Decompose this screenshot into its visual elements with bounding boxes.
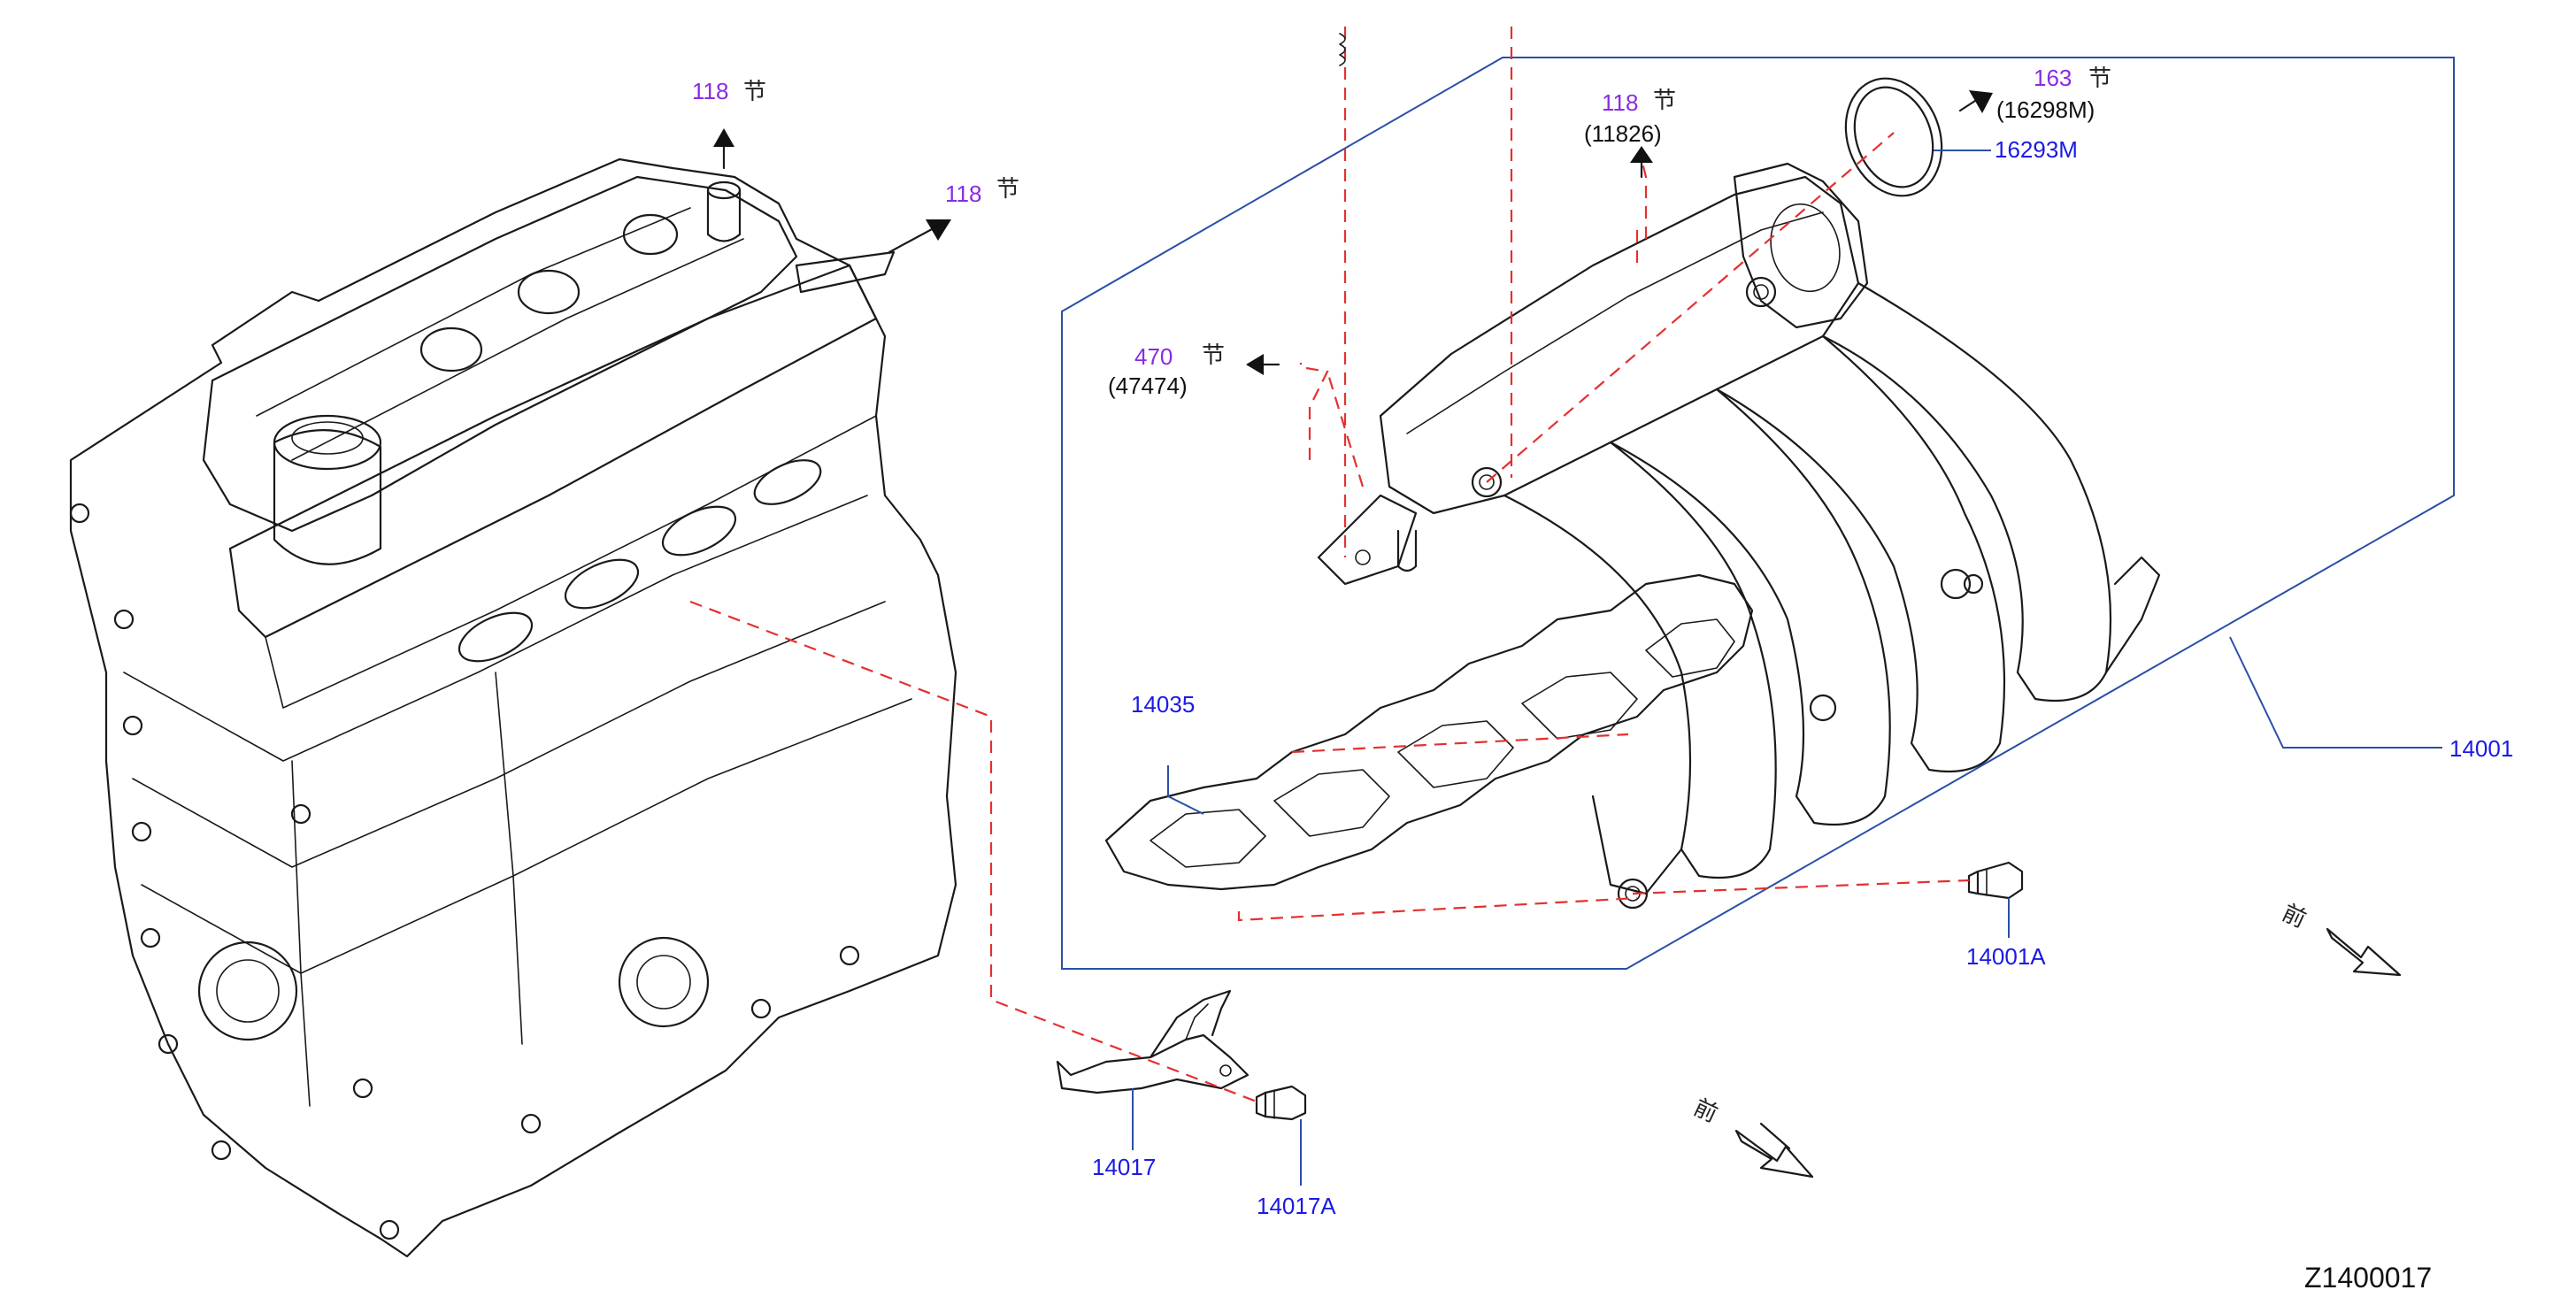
assembly-frame (1061, 57, 2455, 970)
manifold-bolt-drawing (1967, 861, 2024, 900)
front-mark-right: 前 (2278, 900, 2310, 933)
ref-engine-side-section[interactable]: 118 (945, 180, 981, 207)
part-label-14017a[interactable]: 14017A (1257, 1193, 1336, 1219)
throttle-gasket-drawing (1844, 77, 1943, 197)
manifold-gasket-drawing (1104, 573, 1754, 891)
bracket-bolt-drawing (1255, 1085, 1307, 1121)
arrow-manifold-top (1630, 146, 1653, 179)
ref-manifold-top-section[interactable]: 118 (1602, 89, 1638, 116)
ref-engine-side-char: 节 (996, 176, 1019, 203)
leader-lines (1132, 150, 2442, 1186)
front-arrow-center (1734, 1122, 1814, 1179)
intake-manifold-drawing (1317, 162, 2161, 910)
part-label-16293m[interactable]: 16293M (1995, 136, 2078, 163)
ref-engine-top-char: 节 (743, 79, 766, 105)
arrow-throttle (1958, 90, 1993, 113)
ref-manifold-top-code: (11826) (1584, 120, 1662, 147)
arrow-engine-side (888, 219, 951, 254)
part-label-14017[interactable]: 14017 (1092, 1154, 1156, 1180)
arrow-vacuum (1246, 354, 1280, 375)
ref-vacuum-code: (47474) (1108, 372, 1188, 399)
ref-throttle-code: (16298M) (1996, 96, 2095, 123)
part-label-14001a[interactable]: 14001A (1966, 943, 2046, 970)
bracket-drawing (1056, 989, 1250, 1094)
front-mark-center: 前 (1689, 1094, 1721, 1128)
engine-block-drawing (69, 128, 957, 1258)
ref-engine-top-section[interactable]: 118 (692, 78, 728, 104)
part-label-14035[interactable]: 14035 (1131, 691, 1195, 718)
ref-manifold-top-char: 节 (1653, 88, 1676, 114)
spring-icon (1339, 33, 1346, 66)
arrow-engine-top (713, 128, 734, 170)
front-arrow-right (2326, 927, 2402, 977)
ref-throttle-section[interactable]: 163 (2034, 65, 2072, 91)
dashed-guides (689, 27, 1970, 1103)
ref-vacuum-char: 节 (1202, 342, 1225, 369)
drawing-id: Z1400017 (2304, 1262, 2432, 1294)
ref-throttle-char: 节 (2088, 65, 2111, 92)
ref-vacuum-section[interactable]: 470 (1134, 343, 1173, 370)
part-label-14001[interactable]: 14001 (2449, 735, 2513, 762)
